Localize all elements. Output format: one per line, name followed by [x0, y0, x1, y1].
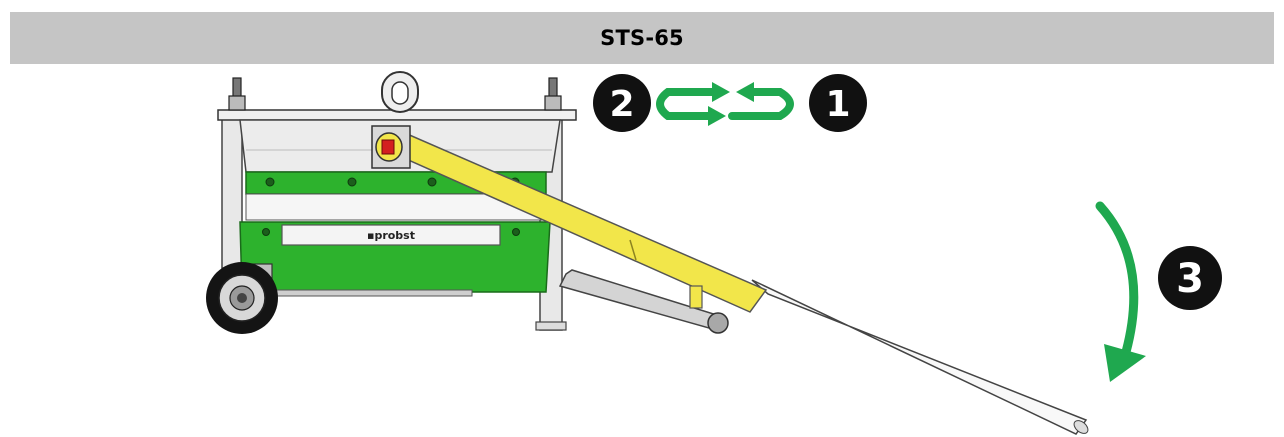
step-number-1: 1: [825, 84, 850, 125]
wheel-icon: [206, 262, 278, 334]
step-badge-3: 3: [1158, 246, 1222, 310]
step-badge-1: 1: [809, 74, 867, 132]
brand-label: ▪probst: [367, 229, 415, 242]
rotation-arrow-icon: [656, 82, 794, 126]
header-bar: STS-65: [10, 12, 1274, 64]
support-bar: [558, 269, 729, 334]
handle: [371, 125, 1089, 435]
step-badge-2: 2: [593, 74, 651, 132]
step-number-2: 2: [609, 84, 634, 125]
step-number-3: 3: [1176, 256, 1204, 302]
page-title: STS-65: [600, 26, 684, 50]
curved-arrow-down-icon: [1095, 201, 1146, 382]
lifting-eye-icon: [381, 71, 419, 113]
